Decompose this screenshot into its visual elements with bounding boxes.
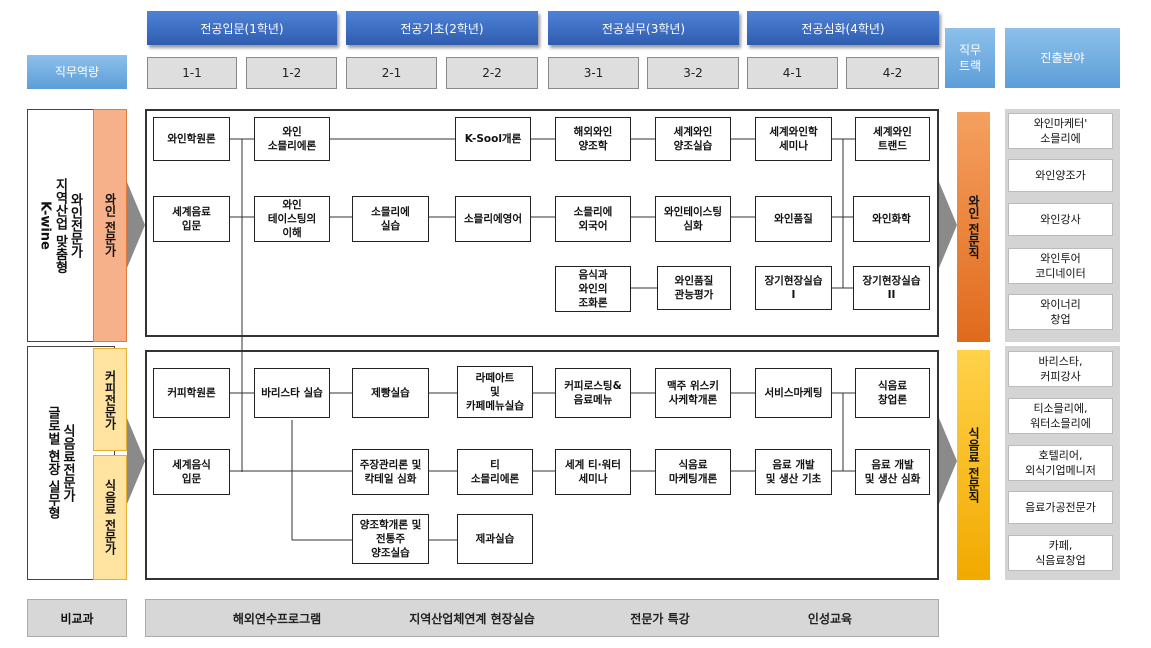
course-world-brewing-practice: 세계와인 양조실습 xyxy=(655,117,731,161)
semester-1-1: 1-1 xyxy=(147,57,237,89)
career-winemaker: 와인양조가 xyxy=(1008,159,1113,192)
career-barista: 바리스타, 커피강사 xyxy=(1008,351,1113,387)
course-quality-eval: 와인품질 관능평가 xyxy=(657,266,731,310)
extra-character-education: 인성교육 xyxy=(807,612,853,626)
course-drink-dev-basic: 음료 개발 및 생산 기초 xyxy=(755,449,832,495)
career-winery-startup: 와이너리 창업 xyxy=(1008,294,1113,330)
career-tea-sommelier: 티소믈리에, 워터소믈리에 xyxy=(1008,398,1113,434)
semester-1-2: 1-2 xyxy=(246,57,337,89)
course-fnb-startup: 식음료 창업론 xyxy=(855,368,930,418)
course-world-beverage-intro: 세계음료 입문 xyxy=(153,196,230,242)
semester-2-2: 2-2 xyxy=(446,57,538,89)
semester-3-1: 3-1 xyxy=(548,57,639,89)
semester-4-2: 4-2 xyxy=(846,57,939,89)
competency-header: 직무역량 xyxy=(27,55,127,89)
career-cafe-startup: 카페, 식음료창업 xyxy=(1008,535,1113,571)
semester-2-1: 2-1 xyxy=(346,57,437,89)
course-drink-dev-advanced: 음료 개발 및 생산 심화 xyxy=(855,449,930,495)
bev-right-arrow xyxy=(939,418,957,504)
bev-competency-label: 식음료전문가 글로벌 현장 실무형 xyxy=(45,406,75,520)
course-world-seminar: 세계와인학 세미나 xyxy=(755,117,832,161)
course-tea-sommelier: 티 소믈리에론 xyxy=(457,449,533,495)
extracurricular-bar xyxy=(145,599,939,637)
extra-field-practice: 지역산업체연계 현장실습 xyxy=(409,612,535,626)
semester-3-2: 3-2 xyxy=(647,57,739,89)
coffee-expert-tag: 커피전문가 xyxy=(93,348,127,451)
extra-expert-lecture: 전문가 특강 xyxy=(630,612,690,626)
course-wine-chemistry: 와인화학 xyxy=(853,196,930,242)
course-field-practice-1: 장기현장실습 I xyxy=(755,266,832,310)
course-traditional-brewing: 양조학개론 및 전통주 양조실습 xyxy=(352,514,429,564)
course-tea-water-seminar: 세계 티·워터 세미나 xyxy=(555,449,631,495)
career-wine-instructor: 와인강사 xyxy=(1008,203,1113,236)
course-fnb-marketing: 식음료 마케팅개론 xyxy=(655,449,731,495)
year-header-2: 전공기초(2학년) xyxy=(346,11,538,45)
year-header-4: 전공심화(4학년) xyxy=(747,11,939,45)
track-header: 직무 트랙 xyxy=(945,28,995,88)
extracurricular-label: 비교과 xyxy=(27,599,127,637)
course-latte-art: 라떼아트 및 카페메뉴실습 xyxy=(457,366,533,418)
course-confectionery: 제과실습 xyxy=(457,514,533,564)
extra-overseas-program: 해외연수프로그램 xyxy=(232,612,322,626)
course-food-pairing: 음식과 와인의 조화론 xyxy=(555,266,631,312)
wine-left-arrow xyxy=(127,182,145,268)
wine-competency-label: 와인전문가 지역산업 맞춤형 K-wine xyxy=(37,177,83,274)
course-service-marketing: 서비스마케팅 xyxy=(755,368,832,418)
course-sommelier-practice: 소믈리에 실습 xyxy=(352,196,429,242)
year-header-1: 전공입문(1학년) xyxy=(147,11,337,45)
wine-right-arrow xyxy=(939,182,957,268)
food-expert-tag: 식음료 전문가 xyxy=(93,455,127,580)
course-world-food-intro: 세계음식 입문 xyxy=(153,449,230,495)
course-beer-whisky-sake: 맥주 위스키 사케학개론 xyxy=(655,368,731,418)
course-overseas-brewing: 해외와인 양조학 xyxy=(555,117,631,161)
course-field-practice-2: 장기현장실습 II xyxy=(853,266,930,310)
career-wine-tour-coordinator: 와인투어 코디네이터 xyxy=(1008,248,1113,284)
course-wine-trend: 세계와인 트랜드 xyxy=(855,117,930,161)
career-hotelier: 호텔리어, 외식기업메니저 xyxy=(1008,445,1113,481)
course-baking-practice: 제빵실습 xyxy=(352,368,429,418)
bev-track-bar: 식음료 전문직 xyxy=(957,350,990,580)
course-tasting-advanced: 와인테이스팅 심화 xyxy=(655,196,731,242)
course-k-sool: K-Sool개론 xyxy=(455,117,531,161)
career-header: 진출분야 xyxy=(1005,28,1120,88)
course-sommelier-foreign: 소믈리에 외국어 xyxy=(555,196,631,242)
course-wine-sommelier: 와인 소믈리에론 xyxy=(254,117,330,161)
course-wine-tasting: 와인 테이스팅의 이해 xyxy=(254,196,330,242)
course-barista-practice: 바리스타 실습 xyxy=(254,368,330,418)
course-wine-quality: 와인품질 xyxy=(755,196,832,242)
semester-4-1: 4-1 xyxy=(747,57,838,89)
bev-left-arrow xyxy=(127,418,145,504)
course-bar-management: 주장관리론 및 칵테일 심화 xyxy=(352,449,429,495)
year-header-3: 전공실무(3학년) xyxy=(548,11,739,45)
course-wine-intro: 와인학원론 xyxy=(153,117,230,161)
course-sommelier-english: 소믈리에영어 xyxy=(455,196,531,242)
course-coffee-intro: 커피학원론 xyxy=(153,368,230,418)
course-coffee-roasting: 커피로스팅& 음료메뉴 xyxy=(555,368,631,418)
career-beverage-processing: 음료가공전문가 xyxy=(1008,491,1113,524)
career-wine-marketer: 와인마케터' 소믈리에 xyxy=(1008,113,1113,149)
wine-track-bar: 와인 전문직 xyxy=(957,112,990,342)
wine-expert-tag: 와인 전문가 xyxy=(93,109,127,342)
